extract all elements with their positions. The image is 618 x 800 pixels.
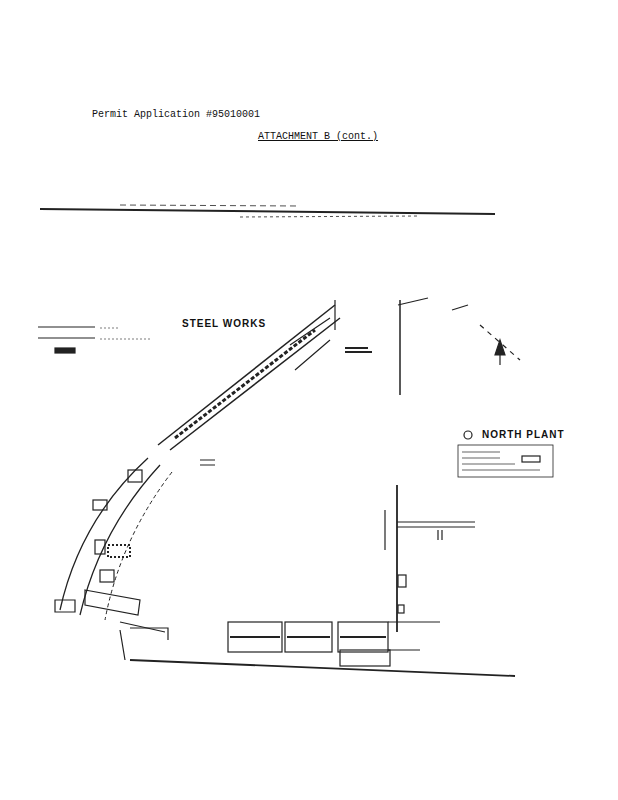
building xyxy=(340,650,390,666)
area-name: STEEL WORKS xyxy=(180,318,268,329)
rail-curve xyxy=(105,472,172,620)
structure xyxy=(128,470,142,482)
structure xyxy=(93,500,107,510)
structure xyxy=(85,590,140,615)
property-line xyxy=(399,300,401,395)
structure xyxy=(108,545,130,557)
building-divider xyxy=(230,636,386,638)
legend-swatch xyxy=(522,456,540,462)
north-arrow xyxy=(499,355,500,365)
attachment-heading: ATTACHMENT B (cont.) xyxy=(258,131,378,142)
structure-mark xyxy=(200,460,215,465)
pipe-line xyxy=(388,622,440,650)
legend-mark xyxy=(55,348,75,353)
rail-line xyxy=(158,305,335,445)
north-arrow xyxy=(495,340,505,355)
road-line xyxy=(40,209,495,214)
structure xyxy=(100,570,114,582)
road-edge xyxy=(240,216,420,217)
permit-title: Permit Application #95010001 xyxy=(92,109,260,120)
fence-line xyxy=(334,300,335,330)
property-line xyxy=(452,305,468,310)
tank-mark xyxy=(398,575,406,587)
property-line xyxy=(398,298,428,305)
rail-curve xyxy=(80,465,160,615)
road-line xyxy=(130,660,515,676)
structure xyxy=(95,540,105,554)
fence-line xyxy=(384,510,385,550)
structure-mark xyxy=(345,348,372,352)
spur-line xyxy=(290,318,330,370)
legend-symbol xyxy=(464,431,472,439)
legend-text-mark xyxy=(100,328,150,339)
rail-ties xyxy=(175,330,315,438)
pipe-line xyxy=(397,522,475,527)
road-edge xyxy=(120,622,165,660)
pipe-mark xyxy=(438,530,442,540)
area-name: NORTH PLANT xyxy=(480,429,567,440)
road-edge xyxy=(120,205,300,206)
road-edge xyxy=(130,628,168,640)
legend-box xyxy=(458,445,553,477)
rail-line xyxy=(170,318,340,450)
boundary-line xyxy=(480,325,520,360)
legend-entry xyxy=(462,452,540,470)
rail-curve xyxy=(60,458,148,610)
structure xyxy=(55,600,75,612)
legend-line xyxy=(38,327,95,338)
tank-mark xyxy=(398,605,404,613)
